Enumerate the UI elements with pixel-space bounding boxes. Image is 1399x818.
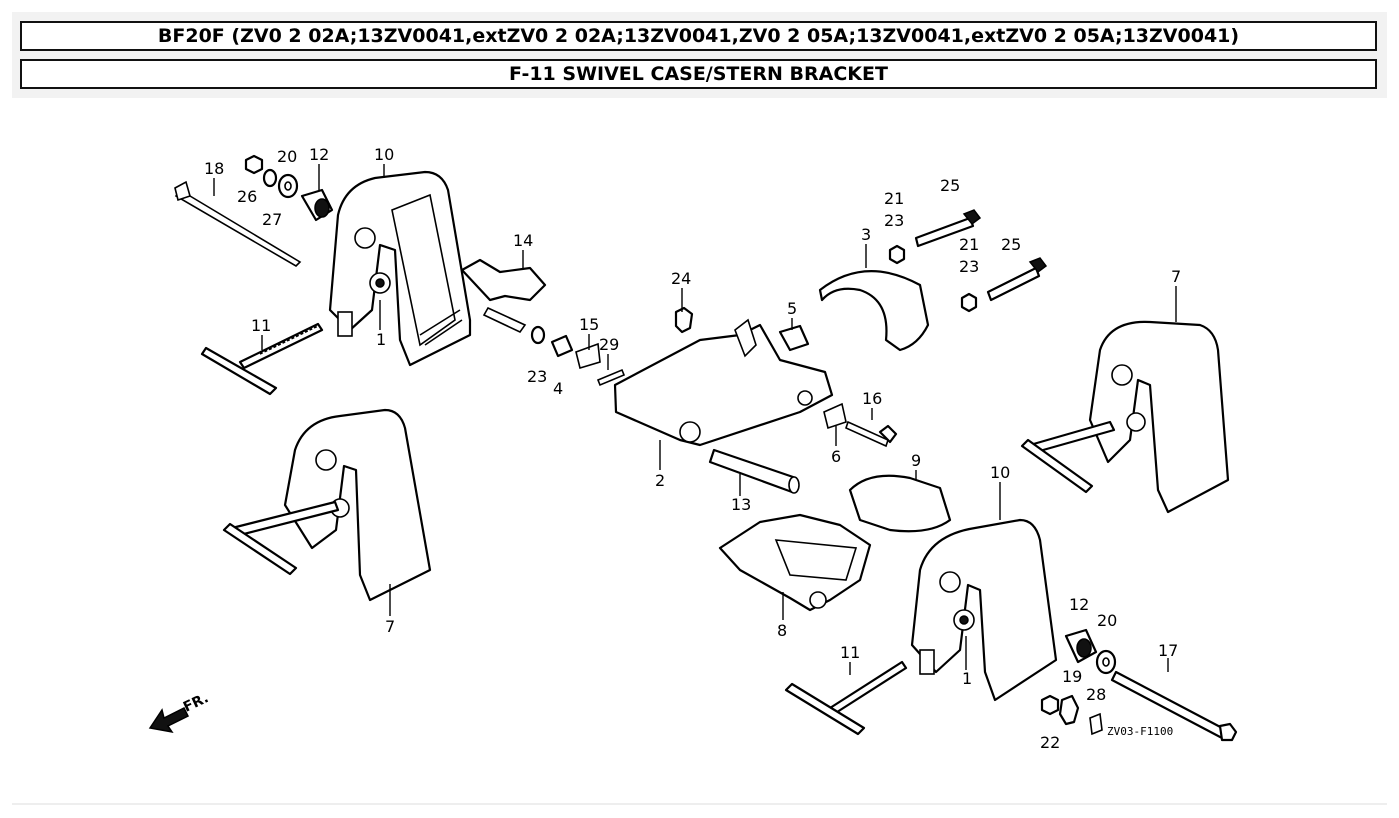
callout-21: 21 <box>959 235 979 254</box>
callout-20: 20 <box>277 147 297 166</box>
parts-diagram: FR. 18 26 27 20 12 10 14 1 11 <box>148 145 1238 752</box>
washer-27 <box>262 168 278 188</box>
callout-10: 10 <box>374 145 394 164</box>
clamp-screw-11-lower <box>784 660 908 736</box>
callout-20: 20 <box>1097 611 1117 630</box>
front-direction-label: FR. <box>181 690 211 715</box>
tube-13 <box>708 448 800 494</box>
callout-10: 10 <box>990 463 1010 482</box>
callout-26: 26 <box>237 187 257 206</box>
callout-8: 8 <box>777 621 787 640</box>
nut-26 <box>244 154 264 175</box>
nut-22 <box>1040 694 1060 716</box>
callout-labels: 18 26 27 20 12 10 14 1 11 23 4 15 29 24 … <box>204 145 1181 752</box>
callout-7: 7 <box>1171 267 1181 286</box>
callout-15: 15 <box>579 315 599 334</box>
spring-16-6 <box>823 402 898 448</box>
callout-11: 11 <box>251 316 271 335</box>
callout-1: 1 <box>376 330 386 349</box>
callout-3: 3 <box>861 225 871 244</box>
callout-12: 12 <box>309 145 329 164</box>
bushing-12-lower <box>1064 628 1098 664</box>
washer-20-lower <box>1095 649 1117 675</box>
bracket-8 <box>718 513 872 612</box>
swivel-case-2 <box>613 318 834 447</box>
callout-27: 27 <box>262 210 282 229</box>
clamp-screw-11-upper <box>200 322 324 396</box>
callout-29: 29 <box>599 335 619 354</box>
bushing-12-upper <box>300 188 334 222</box>
callout-23: 23 <box>884 211 904 230</box>
callout-4: 4 <box>553 379 563 398</box>
block-5 <box>778 324 810 352</box>
callout-23: 23 <box>959 257 979 276</box>
footer-divider <box>12 803 1387 805</box>
stern-bracket-lower-right <box>910 518 1058 702</box>
callout-16: 16 <box>862 389 882 408</box>
callout-2: 2 <box>655 471 665 490</box>
front-direction-arrow <box>148 706 190 734</box>
bolts-25 <box>914 209 1048 302</box>
bolt-24 <box>674 306 694 334</box>
callout-24: 24 <box>671 269 691 288</box>
callout-11: 11 <box>840 643 860 662</box>
callout-22: 22 <box>1040 733 1060 752</box>
section-title: F-11 SWIVEL CASE/STERN BRACKET <box>20 59 1377 89</box>
header-panel: BF20F (ZV0 2 02A;13ZV0041,extZV0 2 02A;1… <box>12 12 1387 98</box>
callout-9: 9 <box>911 451 921 470</box>
rod-18 <box>174 180 302 268</box>
callout-17: 17 <box>1158 641 1178 660</box>
callout-7: 7 <box>385 617 395 636</box>
band-3 <box>818 270 930 352</box>
drawing-code: ZV03-F1100 <box>1107 725 1173 738</box>
callout-25: 25 <box>1001 235 1021 254</box>
callout-28: 28 <box>1086 685 1106 704</box>
tilt-lever-14 <box>460 258 547 334</box>
callout-23: 23 <box>527 367 547 386</box>
callout-6: 6 <box>831 447 841 466</box>
model-title: BF20F (ZV0 2 02A;13ZV0041,extZV0 2 02A;1… <box>20 21 1377 51</box>
washer-20-upper <box>277 173 299 199</box>
callout-5: 5 <box>787 299 797 318</box>
callout-12: 12 <box>1069 595 1089 614</box>
leader-lines <box>213 164 1177 675</box>
stern-bracket-lower-left <box>222 408 432 602</box>
callout-25: 25 <box>940 176 960 195</box>
callout-19: 19 <box>1062 667 1082 686</box>
stern-bracket-upper-left <box>328 170 472 367</box>
callout-1: 1 <box>962 669 972 688</box>
bolt-17 <box>1110 670 1238 742</box>
callout-14: 14 <box>513 231 533 250</box>
grease-fitting-19 <box>1058 694 1080 726</box>
callout-18: 18 <box>204 159 224 178</box>
pin-28 <box>1089 712 1103 736</box>
callout-13: 13 <box>731 495 751 514</box>
small-parts-23-4-15-29 <box>530 325 626 387</box>
callout-21: 21 <box>884 189 904 208</box>
plate-9 <box>848 474 952 533</box>
stern-bracket-right <box>1020 320 1230 514</box>
nuts-21-23 <box>888 244 978 313</box>
